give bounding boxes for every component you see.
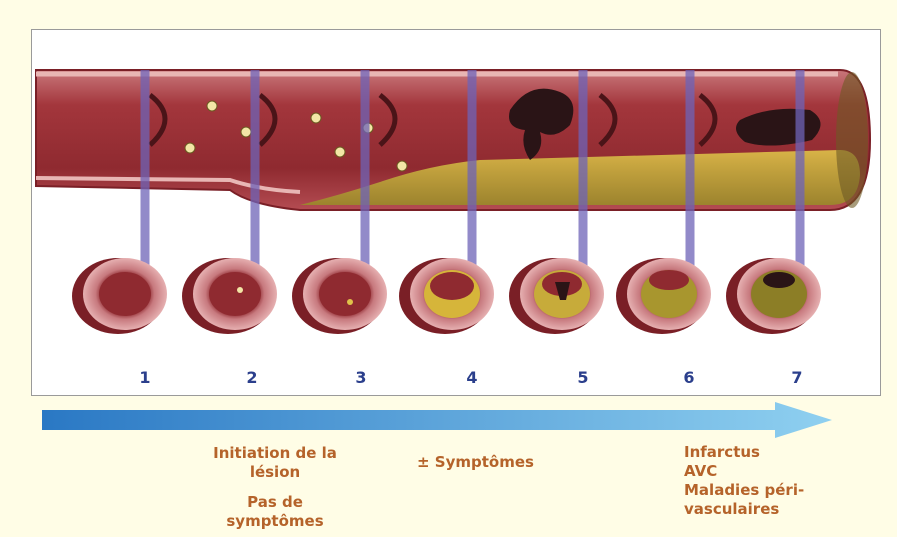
caption-no-symptoms: Pas de symptômes — [190, 493, 360, 531]
cross-section-7 — [726, 258, 821, 334]
stage-number-2: 2 — [237, 368, 267, 387]
stage-number-6: 6 — [674, 368, 704, 387]
cross-section-2 — [182, 258, 277, 334]
cross-section-5 — [509, 258, 604, 334]
longitudinal-artery — [36, 70, 870, 210]
cross-section-3 — [292, 258, 387, 334]
cross-sections — [72, 258, 821, 334]
caption-outcome-vascular-line2: vasculaires — [684, 500, 804, 519]
cross-section-1 — [72, 258, 167, 334]
caption-no-symptoms-line1: Pas de — [190, 493, 360, 512]
caption-initiation-line1: Initiation de la — [190, 444, 360, 463]
stage-number-1: 1 — [130, 368, 160, 387]
stage-number-5: 5 — [568, 368, 598, 387]
progression-arrow — [40, 400, 840, 440]
cross-section-4 — [399, 258, 494, 334]
caption-outcomes: Infarctus AVC Maladies péri- vasculaires — [684, 443, 804, 519]
caption-initiation-line2: lésion — [190, 463, 360, 482]
cross-section-6 — [616, 258, 711, 334]
caption-no-symptoms-line2: symptômes — [190, 512, 360, 531]
caption-symptoms: ± Symptômes — [417, 453, 534, 472]
stage-number-7: 7 — [782, 368, 812, 387]
caption-outcome-stroke: AVC — [684, 462, 804, 481]
caption-initiation: Initiation de la lésion — [190, 444, 360, 482]
stage-number-4: 4 — [457, 368, 487, 387]
caption-outcome-infarction: Infarctus — [684, 443, 804, 462]
artery-illustration — [0, 0, 897, 400]
stage-number-3: 3 — [346, 368, 376, 387]
caption-outcome-vascular-line1: Maladies péri- — [684, 481, 804, 500]
